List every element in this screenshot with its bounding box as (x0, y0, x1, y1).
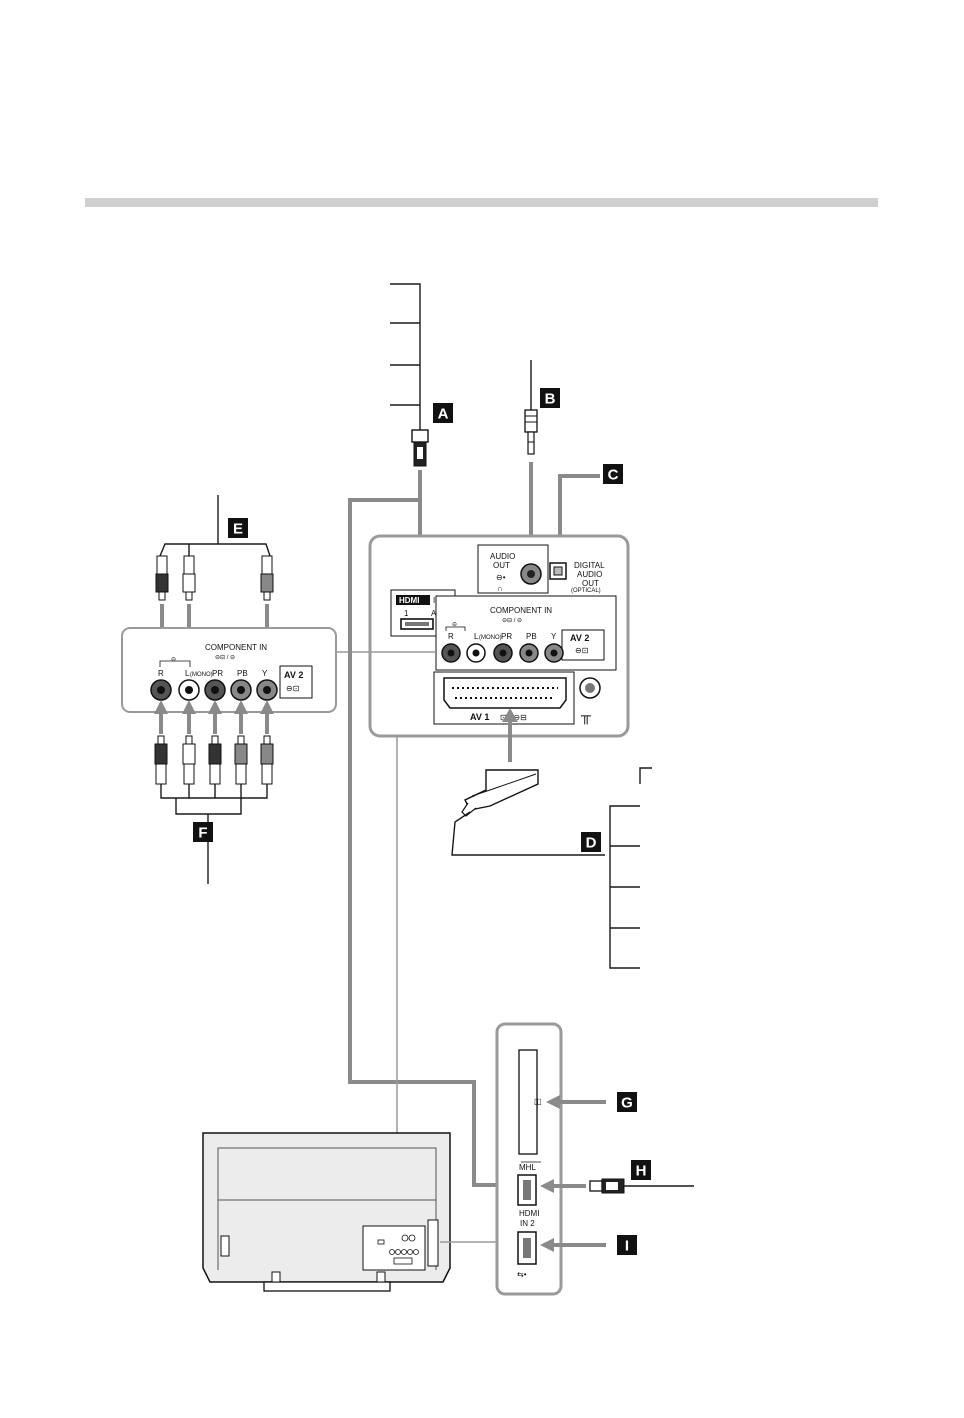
hdmi-logo: HDMI (399, 596, 419, 605)
hdmi-devices-bracket (390, 283, 421, 430)
arrows-e (160, 604, 269, 630)
hdmi-in2-label-1: HDMI (519, 1209, 539, 1218)
zoom-av2-box (279, 665, 313, 699)
arrow-c (558, 474, 600, 562)
r-label: R (448, 632, 454, 641)
optical-label: (OPTICAL) (571, 588, 601, 594)
hdmi1-label: 1 (404, 609, 409, 618)
cam-slot-icon: ◫ (534, 1097, 542, 1106)
input-icon: ⊖⊡ (575, 646, 588, 655)
usb-icon: ⇆• (517, 1270, 527, 1279)
callout-a: A (433, 403, 453, 423)
hdmi-plug-icon (411, 429, 429, 467)
callout-h: H (631, 1160, 651, 1180)
mhl-label: MHL (519, 1163, 536, 1172)
zoom-pb-label: PB (237, 669, 248, 678)
antenna-icon: ╥ (580, 707, 591, 725)
callout-c: C (603, 464, 623, 484)
callout-letter: G (621, 1095, 633, 1112)
callout-labels: A B C D E F G H I (193, 388, 651, 1255)
callout-letter: C (608, 467, 619, 484)
hdmi-route-line (348, 498, 518, 1187)
hdmi-in2-label-2: IN 2 (520, 1219, 535, 1228)
callout-f: F (193, 822, 213, 842)
callout-letter: I (625, 1238, 629, 1255)
mono-label: (MONO) (479, 635, 502, 641)
digital-audio-label-3: OUT (582, 579, 599, 588)
zoom-pr-label: PR (212, 669, 223, 678)
component-in-label: COMPONENT IN (490, 606, 552, 615)
scart-devices-bracket (609, 767, 652, 969)
callout-letter: A (438, 406, 449, 423)
digital-audio-label-2: AUDIO (577, 570, 602, 579)
digital-audio-label-1: DIGITAL (574, 561, 605, 570)
side-panel (495, 1022, 563, 1296)
zoom-r-label: R (158, 669, 164, 678)
audio-out-label-1: AUDIO (490, 552, 515, 561)
l-label: L (474, 632, 479, 641)
component-cable-bracket-f (160, 784, 268, 884)
callout-letter: D (586, 835, 597, 852)
component-plugs-top-icon (155, 555, 274, 601)
headphone-plug-icon (524, 409, 538, 455)
zoom-av2-label: AV 2 (284, 670, 303, 680)
mhl-plug-icon (589, 1178, 694, 1194)
callout-letter: F (198, 825, 207, 842)
zoom-input-icon: ⊖⊡ (286, 684, 299, 693)
scart-port[interactable] (443, 677, 567, 709)
callout-i: I (617, 1235, 637, 1255)
component-jacks-zoom[interactable] (150, 679, 278, 701)
component-symbol-icon: ⊖⊟ / ⊖ (502, 618, 522, 624)
zoom-component-symbol-icon: ⊖⊟ / ⊖ (215, 655, 235, 661)
zoom-component-in-label: COMPONENT IN (205, 643, 267, 652)
callout-d: D (581, 832, 601, 852)
headphone-icon: ∩ (497, 584, 503, 593)
av2-label: AV 2 (570, 633, 589, 643)
scart-plug-icon (461, 769, 539, 817)
callout-letter: H (636, 1163, 647, 1180)
component-jacks-rear[interactable] (441, 643, 564, 663)
audio-symbol-icon: ⊖ (452, 622, 457, 628)
zoom-y-label: Y (262, 669, 268, 678)
callout-g: G (617, 1092, 637, 1112)
av2-box (561, 629, 605, 661)
zoom-l-label: L (185, 669, 190, 678)
zoom-audio-symbol-icon: ⊖ (171, 657, 176, 663)
cam-slot[interactable] (518, 1049, 538, 1155)
pr-label: PR (501, 632, 512, 641)
av1-label: AV 1 (470, 712, 489, 722)
component-plugs-bottom-icon (154, 735, 274, 785)
y-label: Y (551, 632, 557, 641)
section-divider (85, 198, 878, 207)
callout-letter: B (545, 391, 556, 408)
callout-b: B (540, 388, 560, 408)
callout-letter: E (233, 521, 243, 538)
audio-out-label-2: OUT (493, 561, 510, 570)
output-symbol-icon: ⊖• (496, 573, 506, 582)
pb-label: PB (526, 632, 537, 641)
zoom-mono-label: (MONO) (190, 672, 213, 678)
callout-e: E (228, 518, 248, 538)
tv-rear-illustration (202, 1132, 497, 1292)
